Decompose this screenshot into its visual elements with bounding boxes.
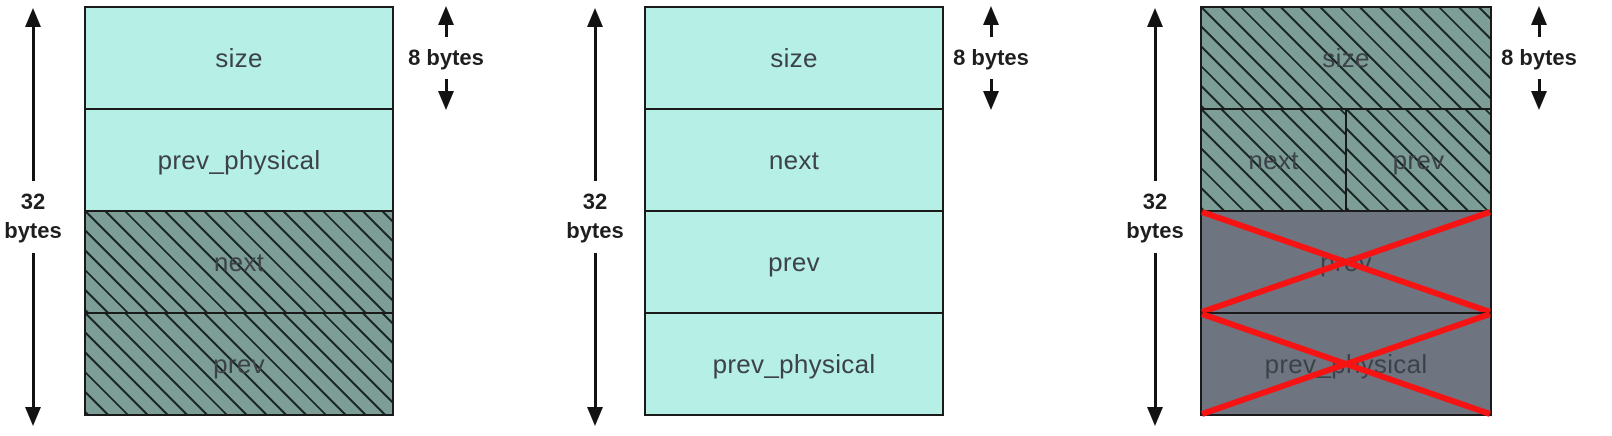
total-size-value: 32	[1142, 189, 1168, 215]
total-size-unit: bytes	[566, 218, 624, 243]
red-cross-icon	[1202, 314, 1490, 414]
field-cell-next-hatched: next	[1202, 110, 1345, 210]
total-height-arrow-2: 32 bytes	[562, 8, 628, 426]
field-size-label-1: 8 bytes	[405, 36, 487, 80]
field-label: prev	[213, 348, 265, 379]
arrow-down-icon	[1531, 91, 1547, 110]
total-size-value: 32	[20, 189, 46, 215]
total-size-unit: bytes	[4, 218, 62, 243]
arrow-down-icon	[983, 91, 999, 110]
field-row-prev-crossed: prev	[1202, 210, 1490, 312]
total-size-label-2: 32 bytes	[563, 181, 627, 253]
arrow-down-icon	[1147, 407, 1163, 426]
field-label: prev	[768, 246, 820, 277]
arrow-down-icon	[438, 91, 454, 110]
memory-block-1: size prev_physical next prev	[84, 6, 394, 416]
field-label: next	[1248, 144, 1299, 175]
field-label: prev_physical	[712, 348, 876, 379]
field-row-prev-physical-crossed: prev_physical	[1202, 312, 1490, 414]
field-label: size	[1322, 42, 1370, 73]
field-height-arrow-3: 8 bytes	[1493, 6, 1585, 110]
arrow-down-icon	[25, 407, 41, 426]
memory-block-3: size next prev prev prev_physical	[1200, 6, 1492, 416]
field-row-next: next	[646, 108, 942, 210]
field-height-arrow-1: 8 bytes	[400, 6, 492, 110]
total-size-label-1: 32 bytes	[1, 181, 65, 253]
field-row-next-hatched: next	[86, 210, 392, 312]
field-label: size	[770, 42, 818, 73]
field-size-label-2: 8 bytes	[950, 36, 1032, 80]
field-row-size-hatched: size	[1202, 8, 1490, 108]
field-label: next	[213, 246, 265, 277]
field-label: prev_physical	[157, 144, 321, 175]
total-height-arrow-1: 32 bytes	[0, 8, 66, 426]
field-row-size: size	[86, 8, 392, 108]
total-size-value: 32	[582, 189, 608, 215]
red-cross-icon	[1202, 212, 1490, 312]
field-height-arrow-2: 8 bytes	[945, 6, 1037, 110]
total-height-arrow-3: 32 bytes	[1122, 8, 1188, 426]
field-label: next	[768, 144, 820, 175]
field-size-label-3: 8 bytes	[1498, 36, 1580, 80]
field-label: prev	[1392, 144, 1445, 175]
arrow-down-icon	[587, 407, 603, 426]
field-row-prev-physical: prev_physical	[86, 108, 392, 210]
total-size-label-3: 32 bytes	[1123, 181, 1187, 253]
field-row-size: size	[646, 8, 942, 108]
field-row-prev-physical: prev_physical	[646, 312, 942, 414]
field-row-prev: prev	[646, 210, 942, 312]
field-label: size	[215, 42, 263, 73]
field-row-prev-hatched: prev	[86, 312, 392, 414]
field-cell-prev-hatched: prev	[1345, 110, 1490, 210]
field-row-next-prev-split: next prev	[1202, 108, 1490, 210]
memory-block-2: size next prev prev_physical	[644, 6, 944, 416]
total-size-unit: bytes	[1126, 218, 1184, 243]
